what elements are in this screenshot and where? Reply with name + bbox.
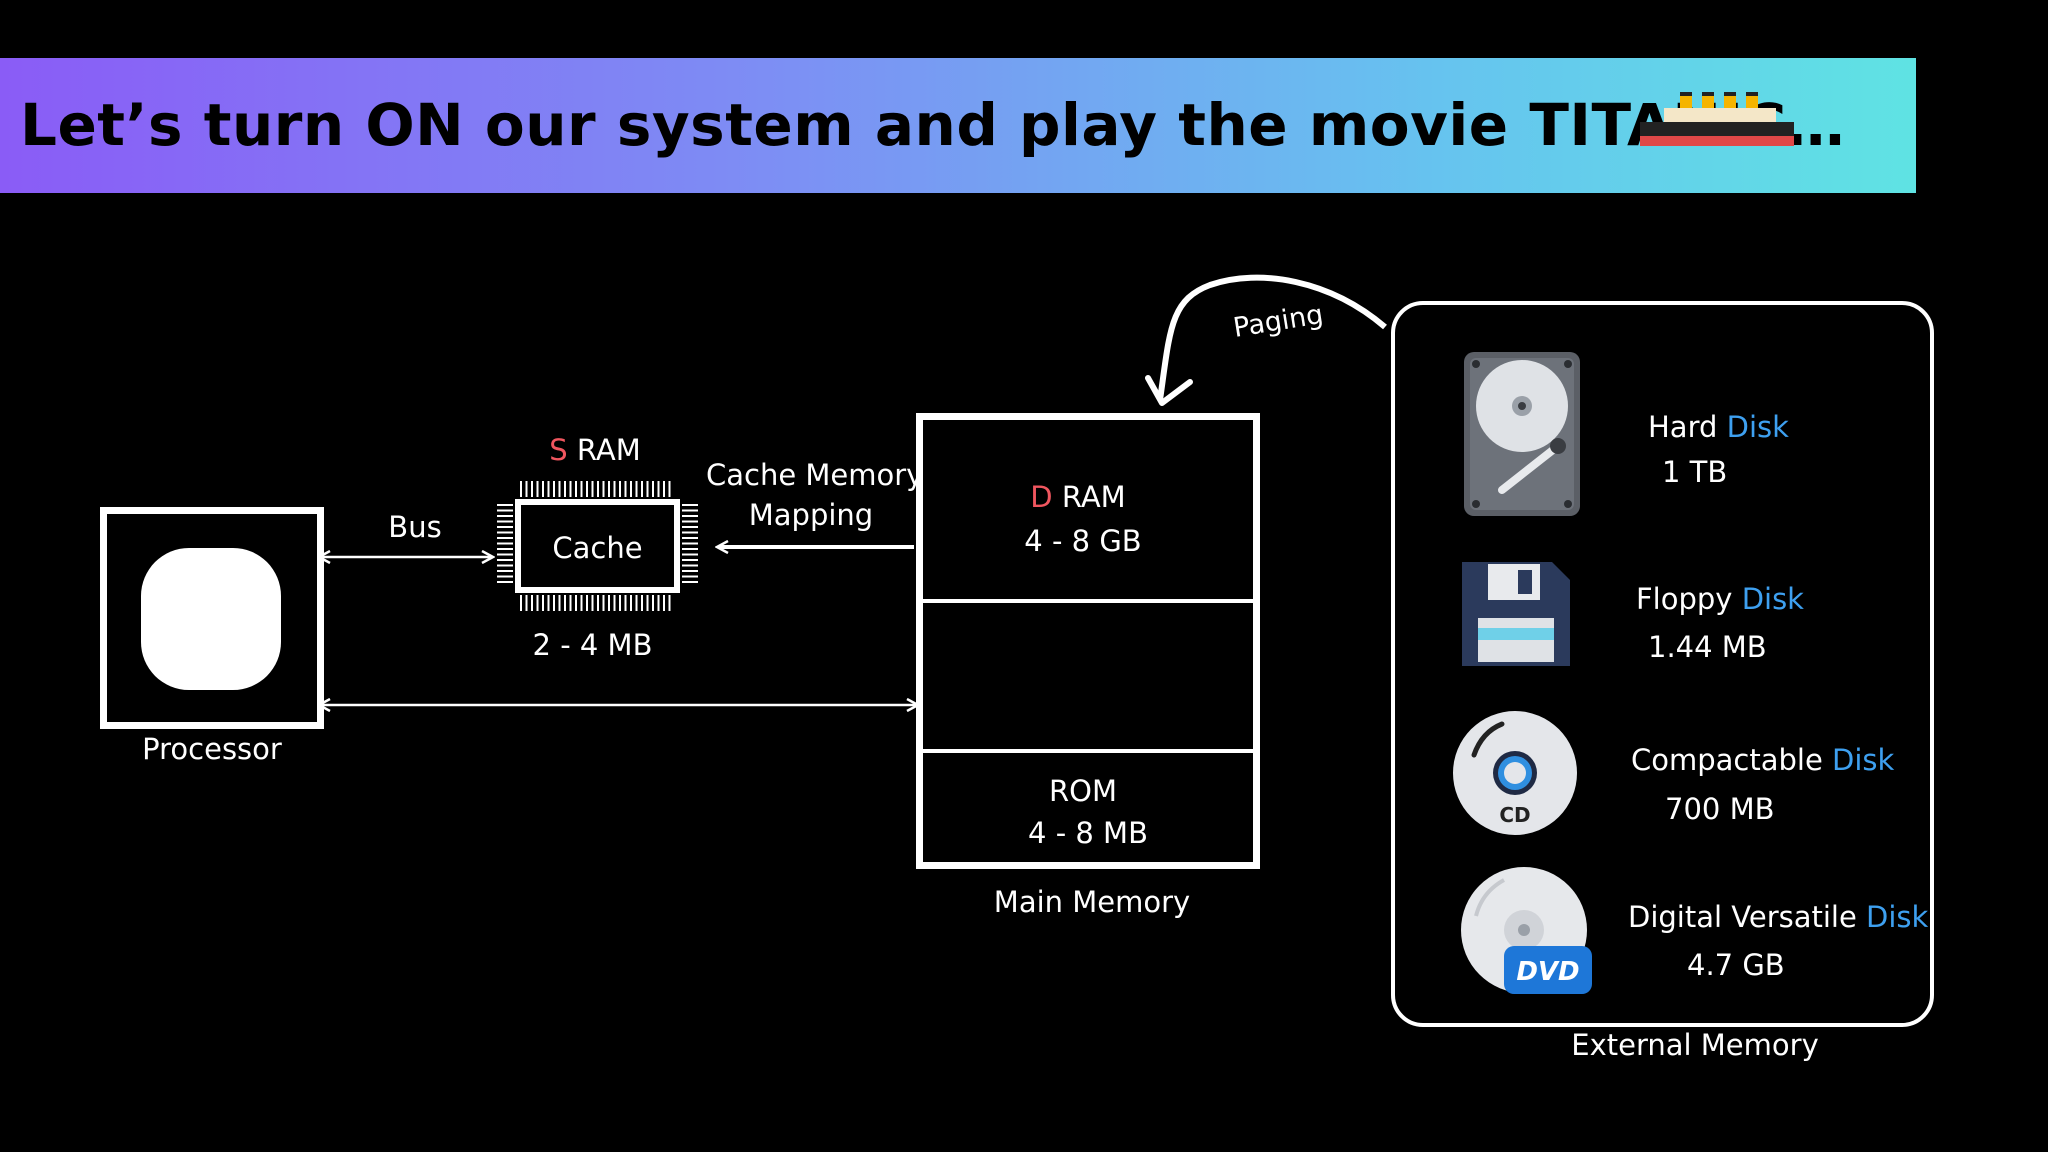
hard-disk-name-text: Hard — [1648, 410, 1727, 444]
dvd-name: Digital Versatile Disk — [1628, 900, 1928, 934]
chip-pins — [497, 481, 698, 611]
dvd-icon: DVD — [1461, 867, 1592, 994]
dram-size: 4 - 8 GB — [1024, 524, 1142, 558]
floppy-disk-name-highlight: Disk — [1741, 582, 1804, 616]
rom-label: ROM — [1049, 774, 1117, 808]
memory-divider-2 — [923, 749, 1253, 753]
sram-label: S RAM — [510, 433, 680, 467]
sram-letter: S — [549, 433, 568, 467]
banner-title: Let’s turn ON our system and play the mo… — [20, 91, 1846, 159]
external-memory-box — [1391, 301, 1934, 1027]
processor-box — [100, 507, 324, 729]
dvd-name-highlight: Disk — [1866, 900, 1929, 934]
hard-disk-name: Hard Disk — [1648, 410, 1789, 444]
dram-rest: RAM — [1052, 480, 1126, 514]
dram-letter: D — [1030, 480, 1053, 514]
mapping-label-line2: Mapping — [748, 498, 874, 532]
cd-name-highlight: Disk — [1832, 743, 1895, 777]
main-memory-box: D RAM 4 - 8 GB ROM 4 - 8 MB — [916, 413, 1260, 869]
main-memory-label: Main Memory — [993, 885, 1191, 919]
floppy-disk-size: 1.44 MB — [1648, 630, 1767, 664]
cd-name: Compactable Disk — [1631, 743, 1894, 777]
dvd-badge: DVD — [1516, 957, 1579, 987]
title-banner: Let’s turn ON our system and play the mo… — [0, 58, 1916, 193]
cache-label: Cache — [552, 531, 643, 565]
floppy-disk-name: Floppy Disk — [1636, 582, 1804, 616]
cd-name-text: Compactable — [1631, 743, 1833, 777]
sram-rest: RAM — [567, 433, 641, 467]
hard-disk-icon — [1464, 352, 1580, 516]
hard-disk-size: 1 TB — [1662, 455, 1728, 489]
dvd-name-text: Digital Versatile — [1628, 900, 1867, 934]
paging-arrow — [1157, 274, 1387, 401]
cd-size: 700 MB — [1665, 792, 1775, 826]
floppy-disk-icon — [1462, 562, 1570, 666]
cache-chip: Cache — [515, 499, 680, 593]
memory-divider-1 — [923, 599, 1253, 603]
dvd-size: 4.7 GB — [1687, 948, 1785, 982]
ship-icon — [1640, 92, 1794, 146]
dram-label: D RAM — [923, 480, 1253, 514]
hard-disk-name-highlight: Disk — [1726, 410, 1789, 444]
floppy-disk-name-text: Floppy — [1636, 582, 1742, 616]
processor-label: Processor — [142, 732, 282, 766]
mapping-label-line1: Cache Memory — [706, 458, 924, 492]
cd-icon: CD — [1453, 711, 1577, 835]
processor-chip — [141, 548, 281, 690]
cache-size: 2 - 4 MB — [532, 628, 653, 662]
bus-label: Bus — [388, 510, 442, 544]
external-memory-label: External Memory — [1571, 1028, 1819, 1062]
cd-badge: CD — [1499, 803, 1530, 827]
rom-size: 4 - 8 MB — [1028, 816, 1148, 850]
